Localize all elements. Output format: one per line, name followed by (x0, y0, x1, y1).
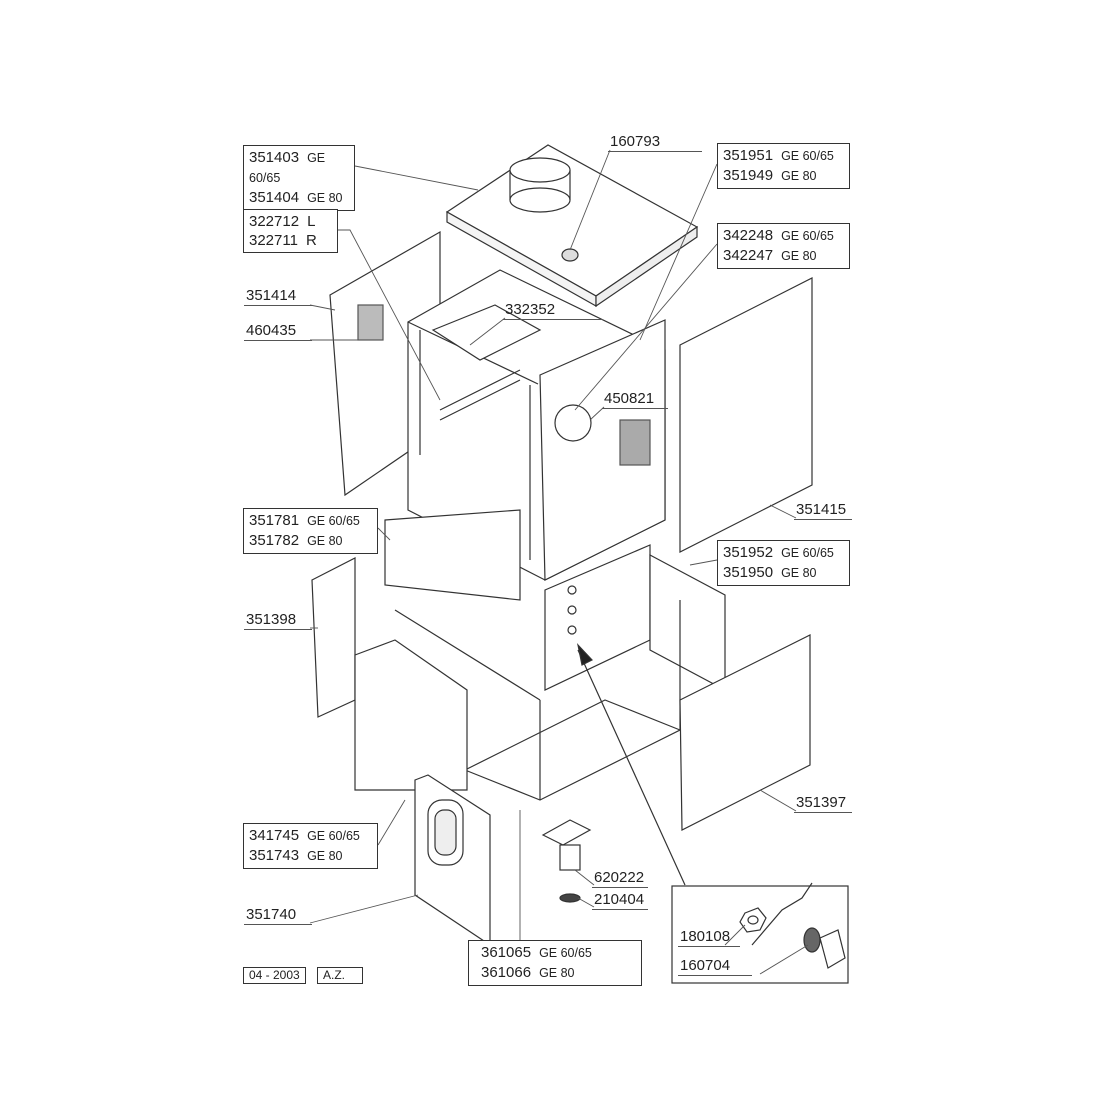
inset-parts-drawing (739, 882, 846, 969)
part-number: 351950 (723, 564, 774, 581)
variant: GE 80 (539, 966, 575, 980)
label-rear-lower-panel: 351952 GE 60/65 351950 GE 80 (717, 540, 850, 586)
variant: GE 60/65 (781, 546, 834, 560)
label-brackets: 322712 L 322711 R (243, 209, 338, 253)
variant: GE 80 (781, 249, 817, 263)
variant: GE 80 (307, 534, 343, 548)
variant: GE 80 (307, 849, 343, 863)
right-lower-side-drawing (679, 634, 811, 831)
label-foot-pad: 210404 (592, 891, 648, 910)
label-hinge: 450821 (602, 390, 668, 409)
part-number: 351949 (723, 167, 774, 184)
part-number: 351952 (723, 544, 774, 561)
part-number: 322712 (249, 213, 300, 230)
label-inner-plate: 332352 (503, 301, 603, 320)
label-rear-strip: 342248 GE 60/65 342247 GE 80 (717, 223, 850, 269)
part-number: 351782 (249, 532, 300, 549)
detail-arrow (577, 649, 686, 886)
part-number: 341745 (249, 827, 300, 844)
part-number: 342247 (723, 247, 774, 264)
variant: GE 60/65 (539, 946, 592, 960)
part-number: 351403 (249, 149, 300, 166)
variant: R (305, 232, 317, 249)
right-side-panel-drawing (679, 277, 813, 553)
label-front-door: 351740 (244, 906, 312, 925)
label-right-side-panel: 351415 (794, 501, 852, 520)
part-number: 361066 (481, 964, 532, 981)
variant: GE 60/65 (307, 514, 360, 528)
variant: L (307, 213, 316, 230)
left-lower-side-drawing (311, 557, 356, 718)
door-panel-drawing (354, 639, 468, 791)
lower-body-drawing (384, 509, 651, 691)
main-body-drawing (407, 269, 666, 581)
part-number: 351404 (249, 189, 300, 206)
label-base-frame: 361065 GE 60/65 361066 GE 80 (468, 940, 642, 986)
front-door-drawing (414, 774, 491, 947)
variant: GE 80 (781, 566, 817, 580)
variant: GE 60/65 (307, 829, 360, 843)
label-left-side-panel: 351414 (244, 287, 312, 306)
label-rear-top-panel: 351951 GE 60/65 351949 GE 80 (717, 143, 850, 189)
label-vent-grille: 460435 (244, 322, 312, 341)
leader-lines (309, 149, 809, 975)
footer-author: A.Z. (317, 967, 363, 984)
part-number: 361065 (481, 944, 532, 961)
part-number: 351951 (723, 147, 774, 164)
variant: GE 60/65 (781, 229, 834, 243)
part-number: 351743 (249, 847, 300, 864)
label-right-lower-side: 351397 (794, 794, 852, 813)
label-cap: 160793 (608, 133, 702, 152)
label-left-lower-side: 351398 (244, 611, 312, 630)
label-foot: 620222 (592, 869, 648, 888)
part-number: 342248 (723, 227, 774, 244)
arrow-head-icon (576, 643, 593, 666)
label-grommet: 160704 (678, 957, 752, 976)
label-nut: 180108 (678, 928, 740, 947)
top-cover-drawing (445, 144, 699, 308)
part-number: 351781 (249, 512, 300, 529)
part-number: 322711 (249, 232, 298, 249)
variant: GE 60/65 (249, 151, 326, 185)
label-door-panel: 341745 GE 60/65 351743 GE 80 (243, 823, 378, 869)
variant: GE 80 (307, 191, 343, 205)
rear-lower-panel-drawing (649, 554, 726, 691)
label-front-lower-panel: 351781 GE 60/65 351782 GE 80 (243, 508, 378, 554)
variant: GE 60/65 (781, 149, 834, 163)
foot-drawing (541, 819, 592, 903)
footer-date: 04 - 2003 (243, 967, 306, 984)
variant: GE 80 (781, 169, 817, 183)
